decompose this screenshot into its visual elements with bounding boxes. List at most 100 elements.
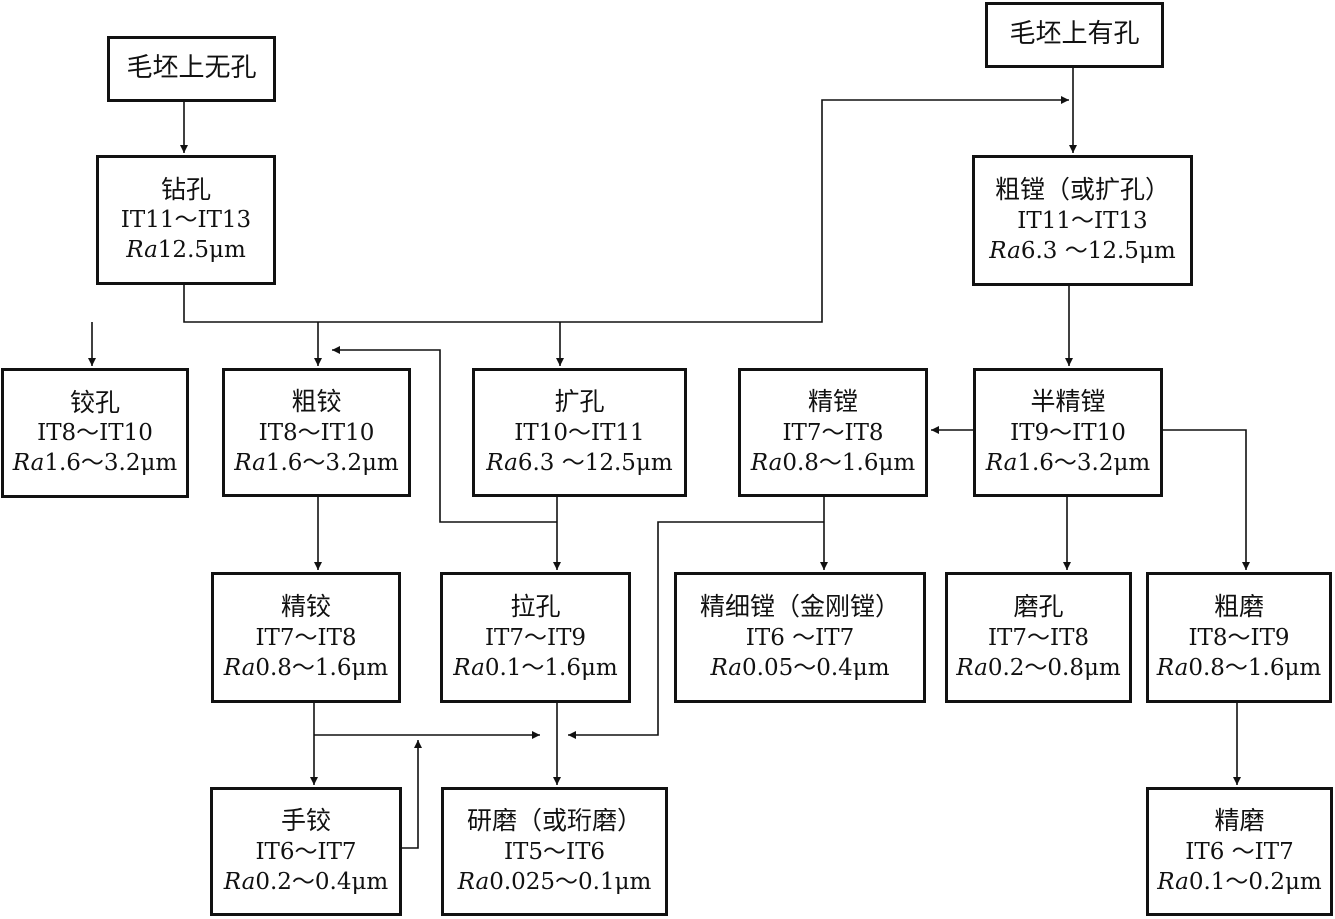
node-roughness: Ra1.6～3.2μm xyxy=(234,449,398,479)
ra-prefix: Ra xyxy=(985,449,1018,476)
edge-drilling-bus xyxy=(183,96,1069,323)
edge-hand-reaming-loop xyxy=(402,740,422,849)
node-title: 毛坯上有孔 xyxy=(1009,19,1140,50)
ra-prefix: Ra xyxy=(486,449,518,476)
node-tolerance: IT10～IT11 xyxy=(514,419,645,446)
node-title: 手铰 xyxy=(280,806,331,836)
node-title: 粗铰 xyxy=(291,387,342,417)
ra-value: 0.8～1.6μm xyxy=(782,449,916,476)
node-title: 扩孔 xyxy=(554,387,605,417)
node-roughness: Ra0.8～1.6μm xyxy=(751,449,915,479)
node-tolerance: IT11～IT13 xyxy=(120,207,252,234)
ra-prefix: Ra xyxy=(750,449,783,476)
node-tolerance: IT6～IT7 xyxy=(255,838,357,865)
ra-value: 1.6～3.2μm xyxy=(265,449,399,476)
ra-value: 0.1～0.2μm xyxy=(1188,868,1322,895)
node-title: 精镗 xyxy=(807,387,858,417)
node-title: 毛坯上无孔 xyxy=(126,53,257,84)
node-blank-with-hole: 毛坯上有孔 xyxy=(985,2,1164,68)
node-tolerance: IT6 ～IT7 xyxy=(1185,838,1294,865)
node-title: 精铰 xyxy=(280,592,331,622)
ra-value: 1.6～3.2μm xyxy=(1017,449,1151,476)
ra-prefix: Ra xyxy=(710,654,742,681)
ra-value: 1.6～3.2μm xyxy=(44,450,178,477)
node-roughness: Ra1.6～3.2μm xyxy=(986,449,1150,479)
node-roughness: Ra0.1～1.6μm xyxy=(453,654,617,684)
node-tolerance: IT8～IT9 xyxy=(1188,624,1290,651)
node-hand-reaming: 手铰 IT6～IT7 Ra0.2～0.4μm xyxy=(210,787,402,916)
node-roughness: Ra6.3 ～12.5μm xyxy=(989,237,1175,267)
ra-value: 0.2～0.8μm xyxy=(987,654,1121,681)
node-tolerance: IT9～IT10 xyxy=(1010,419,1126,446)
ra-value: 0.8～1.6μm xyxy=(255,654,389,681)
node-title: 半精镗 xyxy=(1030,387,1106,417)
node-drilling: 钻孔 IT11～IT13 Ra12.5μm xyxy=(96,155,276,285)
node-roughness: Ra0.2～0.8μm xyxy=(956,654,1120,684)
ra-value: 0.8～1.6μm xyxy=(1188,654,1322,681)
ra-prefix: Ra xyxy=(457,868,490,895)
node-title: 精磨 xyxy=(1214,806,1265,836)
node-tolerance: IT8～IT10 xyxy=(258,419,375,446)
node-lapping: 研磨（或珩磨） IT5～IT6 Ra0.025～0.1μm xyxy=(441,787,668,916)
node-roughness: Ra6.3 ～12.5μm xyxy=(486,449,672,479)
node-rough-reaming: 粗铰 IT8～IT10 Ra1.6～3.2μm xyxy=(222,368,411,497)
ra-prefix: Ra xyxy=(234,449,266,476)
node-tolerance: IT11～IT13 xyxy=(1017,207,1148,234)
ra-prefix: Ra xyxy=(1157,868,1189,895)
node-roughness: Ra1.6～3.2μm xyxy=(13,449,177,479)
ra-prefix: Ra xyxy=(126,237,158,264)
ra-prefix: Ra xyxy=(989,237,1021,264)
node-title: 钻孔 xyxy=(160,174,211,204)
node-finish-boring: 精镗 IT7～IT8 Ra0.8～1.6μm xyxy=(738,368,928,497)
node-tolerance: IT7～IT8 xyxy=(987,624,1090,651)
node-finish-grinding: 精磨 IT6 ～IT7 Ra0.1～0.2μm xyxy=(1146,787,1333,916)
ra-prefix: Ra xyxy=(956,654,988,681)
edge-core-drilling-to-rough-reaming xyxy=(332,346,557,523)
ra-prefix: Ra xyxy=(1156,654,1189,681)
node-broaching: 拉孔 IT7～IT9 Ra0.1～1.6μm xyxy=(440,572,631,703)
node-title: 研磨（或珩磨） xyxy=(466,806,642,836)
node-roughness: Ra0.8～1.6μm xyxy=(224,654,388,684)
ra-value: 6.3 ～12.5μm xyxy=(1020,237,1176,264)
node-roughness: Ra0.8～1.6μm xyxy=(1157,654,1321,684)
ra-value: 12.5μm xyxy=(157,237,246,264)
node-title: 铰孔 xyxy=(69,387,120,417)
node-semi-finish-boring: 半精镗 IT9～IT10 Ra1.6～3.2μm xyxy=(973,368,1163,497)
node-rough-grinding: 粗磨 IT8～IT9 Ra0.8～1.6μm xyxy=(1146,572,1332,703)
node-finish-reaming: 精铰 IT7～IT8 Ra0.8～1.6μm xyxy=(211,572,401,703)
edge-semi-to-rough-grinding xyxy=(1163,429,1250,570)
ra-value: 0.05～0.4μm xyxy=(742,654,890,681)
node-roughness: Ra0.2～0.4μm xyxy=(224,868,388,898)
ra-prefix: Ra xyxy=(223,654,256,681)
node-fine-boring: 精细镗（金刚镗） IT6 ～IT7 Ra0.05～0.4μm xyxy=(674,572,926,703)
node-tolerance: IT8～IT10 xyxy=(37,420,153,447)
ra-value: 0.025～0.1μm xyxy=(489,868,652,895)
node-title: 磨孔 xyxy=(1013,592,1064,622)
ra-value: 0.1～1.6μm xyxy=(484,654,618,681)
ra-prefix: Ra xyxy=(12,450,45,477)
node-title: 粗镗（或扩孔） xyxy=(994,175,1170,205)
node-grinding: 磨孔 IT7～IT8 Ra0.2～0.8μm xyxy=(945,572,1132,703)
node-roughness: Ra12.5μm xyxy=(126,236,246,266)
node-title: 粗磨 xyxy=(1213,592,1264,622)
node-roughness: Ra0.1～0.2μm xyxy=(1157,868,1321,898)
node-blank-no-hole: 毛坯上无孔 xyxy=(107,36,276,102)
ra-value: 6.3 ～12.5μm xyxy=(517,449,673,476)
node-reaming: 铰孔 IT8～IT10 Ra1.6～3.2μm xyxy=(1,368,189,498)
node-tolerance: IT7～IT9 xyxy=(484,624,587,651)
node-tolerance: IT5～IT6 xyxy=(503,838,606,865)
node-tolerance: IT7～IT8 xyxy=(782,419,884,446)
node-rough-boring: 粗镗（或扩孔） IT11～IT13 Ra6.3 ～12.5μm xyxy=(972,155,1193,286)
edge-finish-boring-to-lapping xyxy=(568,521,824,739)
ra-prefix: Ra xyxy=(453,654,485,681)
ra-value: 0.2～0.4μm xyxy=(255,868,389,895)
node-core-drilling: 扩孔 IT10～IT11 Ra6.3 ～12.5μm xyxy=(472,368,687,497)
ra-prefix: Ra xyxy=(223,868,256,895)
node-roughness: Ra0.05～0.4μm xyxy=(710,654,889,684)
node-title: 拉孔 xyxy=(510,592,561,622)
node-tolerance: IT6 ～IT7 xyxy=(745,624,855,651)
node-roughness: Ra0.025～0.1μm xyxy=(458,868,652,898)
node-title: 精细镗（金刚镗） xyxy=(699,592,900,622)
